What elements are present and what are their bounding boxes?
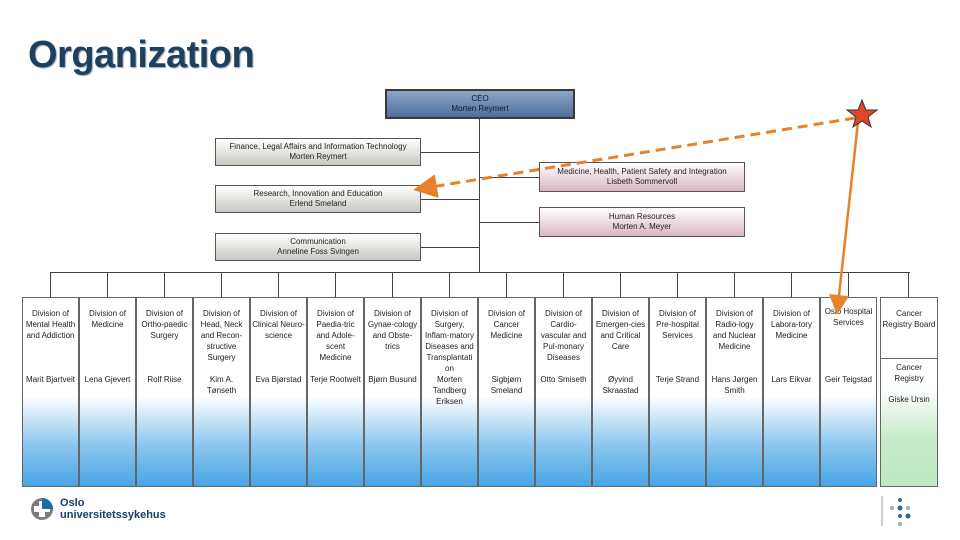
drop-line-division xyxy=(620,272,621,297)
staff-box-medicine-health: Medicine, Health, Patient Safety and Int… xyxy=(539,162,745,192)
registry-divider xyxy=(881,358,937,359)
division-name: Division of Surgery, Inflam-matory Disea… xyxy=(425,309,474,373)
division-box: Division of Radio-logy and Nuclear Medic… xyxy=(706,297,763,487)
drop-line-division xyxy=(563,272,564,297)
division-head: Hans Jørgen Smith xyxy=(711,375,758,395)
connector-communication xyxy=(421,247,479,248)
division-box: Division of Emergen-cies and Critical Ca… xyxy=(592,297,649,487)
drop-line-division xyxy=(164,272,165,297)
division-box: Division of Gynae-cology and Obste-trics… xyxy=(364,297,421,487)
division-name: Division of Head, Neck and Recon-structi… xyxy=(200,309,243,362)
division-head: Marit Bjartveit xyxy=(26,375,75,384)
ceo-box: CEO Morten Reymert xyxy=(385,89,575,119)
drop-line-division xyxy=(734,272,735,297)
drop-line-division xyxy=(848,272,849,297)
division-box: Division of Surgery, Inflam-matory Disea… xyxy=(421,297,478,487)
drop-line-division xyxy=(335,272,336,297)
drop-line-division xyxy=(677,272,678,297)
division-name: Oslo Hospital Services xyxy=(824,307,873,327)
registry-sub-name: Cancer Registry xyxy=(894,363,924,383)
star-icon xyxy=(845,98,879,129)
ceo-role: CEO xyxy=(471,94,489,103)
staff-name: Lisbeth Sommervoll xyxy=(606,177,678,186)
division-head: Rolf Riise xyxy=(147,375,182,384)
division-name: Division of Cancer Medicine xyxy=(488,309,525,340)
division-name: Division of Cardio-vascular and Pul-mona… xyxy=(540,309,587,362)
staff-name: Morten Reymert xyxy=(289,152,347,161)
staff-role: Research, Innovation and Education xyxy=(253,189,383,198)
staff-role: Human Resources xyxy=(608,212,676,221)
registry-head: Giske Ursin xyxy=(888,395,930,404)
staff-box-communication: Communication Anneline Foss Svingen xyxy=(215,233,421,261)
division-name: Division of Radio-logy and Nuclear Medic… xyxy=(712,309,757,351)
division-bus-line xyxy=(50,272,910,273)
logo: Oslo universitetssykehus xyxy=(30,496,166,522)
connector-medicine-health xyxy=(479,177,539,178)
trunk-line xyxy=(479,119,480,272)
logo-line1: Oslo xyxy=(60,497,85,509)
division-name: Division of Clinical Neuro-science xyxy=(252,309,305,340)
connector-finance xyxy=(421,152,479,153)
staff-name: Erlend Smeland xyxy=(289,199,347,208)
division-box: Division of Cardio-vascular and Pul-mona… xyxy=(535,297,592,487)
staff-role: Communication xyxy=(290,237,346,246)
drop-line-registry xyxy=(908,272,909,297)
division-head: Øyvind Skraastad xyxy=(602,375,639,395)
connector-research xyxy=(421,199,479,200)
drop-line-division xyxy=(107,272,108,297)
division-name: Division of Medicine xyxy=(89,309,126,329)
division-head: Bjørn Busund xyxy=(368,375,417,384)
dots-logo-icon xyxy=(881,496,911,526)
division-box-cancer-registry: Cancer Registry Board Cancer Registry Gi… xyxy=(880,297,938,487)
division-head: Otto Smiseth xyxy=(540,375,587,384)
division-name: Division of Ortho-paedic Surgery xyxy=(141,309,188,340)
staff-box-finance: Finance, Legal Affairs and Information T… xyxy=(215,138,421,166)
connector-hr xyxy=(479,222,539,223)
division-head: Terje Rootwelt xyxy=(310,375,361,384)
division-name: Division of Mental Health and Addiction xyxy=(25,309,76,340)
division-head: Morten Tandberg Eriksen xyxy=(432,375,467,406)
staff-box-hr: Human Resources Morten A. Meyer xyxy=(539,207,745,237)
drop-line-division xyxy=(392,272,393,297)
division-head: Lars Eikvar xyxy=(771,375,812,384)
division-name: Division of Emergen-cies and Critical Ca… xyxy=(595,309,646,351)
ceo-name: Morten Reymert xyxy=(451,104,509,113)
staff-box-research: Research, Innovation and Education Erlen… xyxy=(215,185,421,213)
staff-name: Anneline Foss Svingen xyxy=(277,247,359,256)
division-box: Division of Paedia-tric and Adole-scent … xyxy=(307,297,364,487)
staff-role: Finance, Legal Affairs and Information T… xyxy=(229,142,407,151)
drop-line-division xyxy=(278,272,279,297)
division-name: Division of Gynae-cology and Obste-trics xyxy=(367,309,418,351)
division-name: Division of Pre-hospital Services xyxy=(656,309,699,340)
division-box: Division of Head, Neck and Recon-structi… xyxy=(193,297,250,487)
division-head: Terje Strand xyxy=(655,375,700,384)
staff-role: Medicine, Health, Patient Safety and Int… xyxy=(557,167,727,176)
division-head: Lena Gjevert xyxy=(84,375,131,384)
division-name: Division of Labora-tory Medicine xyxy=(771,309,812,340)
division-head: Sigbjørn Smeland xyxy=(490,375,523,395)
drop-line-division xyxy=(506,272,507,297)
hospital-cross-icon xyxy=(31,498,53,520)
drop-line-division xyxy=(50,272,51,297)
logo-line2: universitetssykehus xyxy=(60,509,166,521)
drop-line-division xyxy=(449,272,450,297)
division-head: Geir Teigstad xyxy=(825,375,872,384)
division-head: Kim A. Tønseth xyxy=(206,375,237,395)
staff-name: Morten A. Meyer xyxy=(612,222,672,231)
division-name: Division of Paedia-tric and Adole-scent … xyxy=(316,309,355,362)
page-title: Organization xyxy=(28,34,255,76)
division-head: Eva Bjørstad xyxy=(255,375,302,384)
drop-line-division xyxy=(221,272,222,297)
registry-name: Cancer Registry Board xyxy=(882,309,936,329)
drop-line-division xyxy=(791,272,792,297)
